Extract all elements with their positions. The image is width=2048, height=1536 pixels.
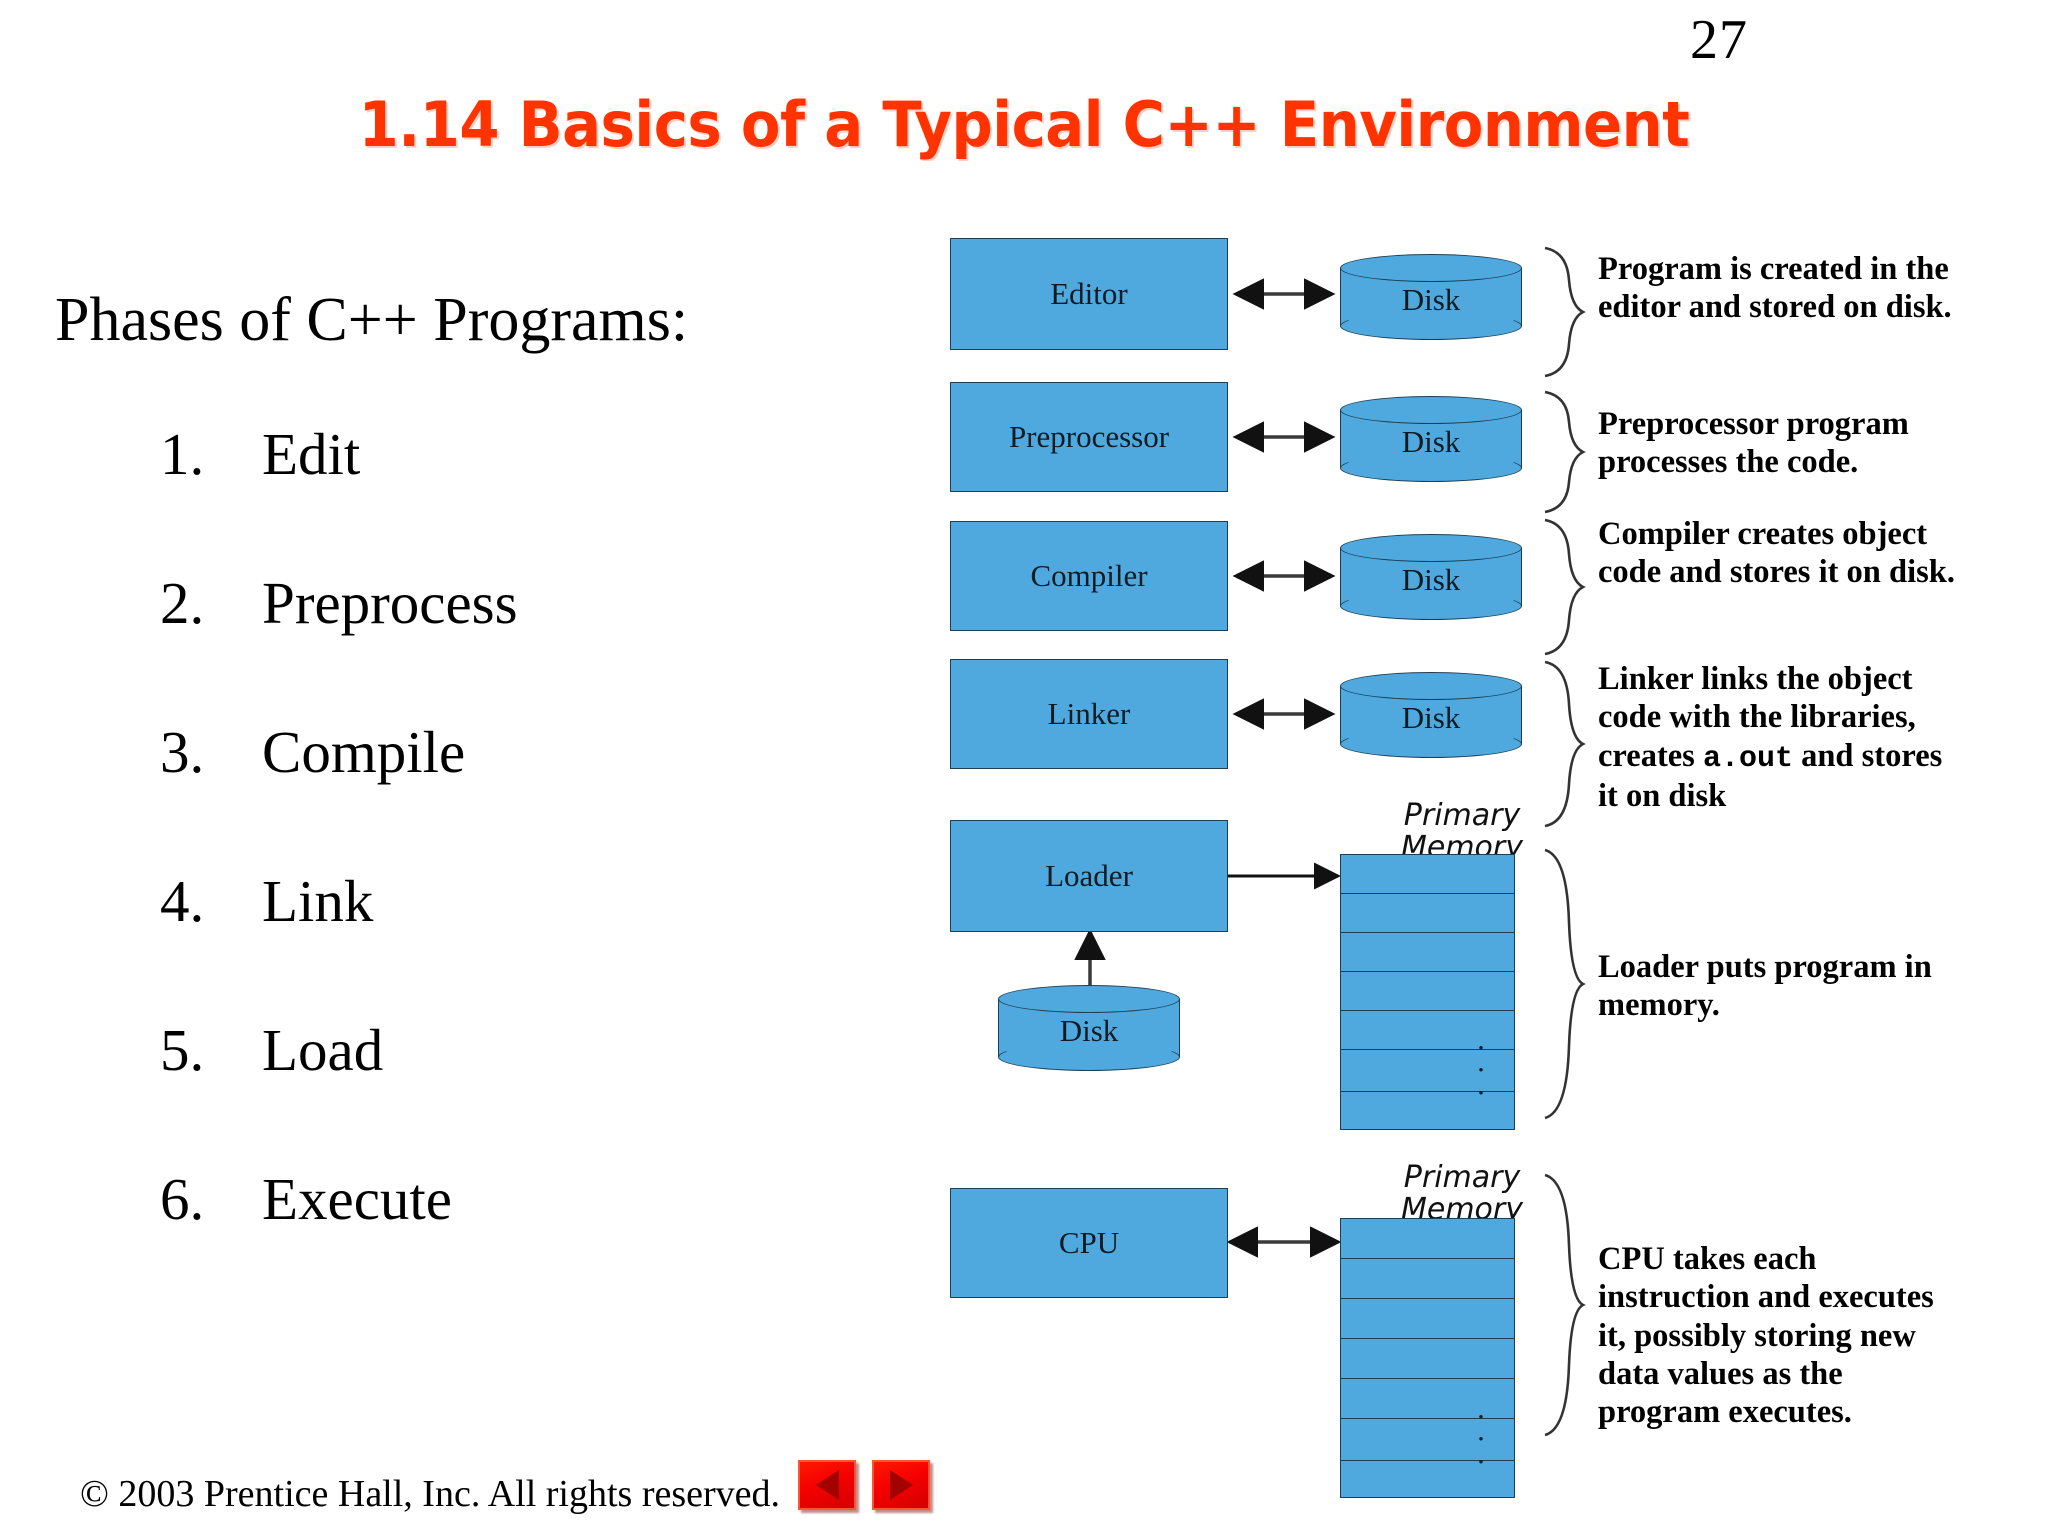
triangle-right-icon [889, 1470, 913, 1500]
disk-cylinder-preprocessor: Disk [1340, 396, 1522, 482]
memory-row [1341, 1092, 1514, 1127]
next-slide-button[interactable] [872, 1460, 930, 1510]
annotation-linker-mono: a.out [1702, 741, 1793, 776]
phase-list: 1. Edit 2. Preprocess 3. Compile 4. Link… [160, 420, 860, 1314]
disk-cylinder-editor: Disk [1340, 254, 1522, 340]
process-box-label: CPU [1058, 1225, 1120, 1260]
list-item-number: 2. [160, 570, 205, 636]
disk-label: Disk [1401, 561, 1461, 597]
memory-ellipsis-dots: ··· [1476, 1399, 1486, 1478]
process-box-label: Linker [1047, 696, 1131, 731]
disk-bottom-ellipse [1340, 730, 1522, 758]
disk-top-ellipse [1340, 672, 1522, 700]
memory-row [1341, 933, 1514, 972]
list-item-number: 4. [160, 868, 205, 934]
disk-top-ellipse [1340, 254, 1522, 282]
list-item: 2. Preprocess [160, 569, 860, 718]
memory-row: ··· [1341, 1032, 1514, 1107]
disk-cylinder-loader-source: Disk [998, 985, 1180, 1071]
list-item-label: Load [262, 1017, 384, 1083]
annotation-linker-post: and stores it on disk [1598, 737, 1943, 815]
memory-row [1341, 1259, 1514, 1299]
annotation-loader: Loader puts program in memory. [1598, 949, 1932, 1024]
memory-ellipsis-dots: ··· [1476, 1030, 1486, 1109]
annotation-editor: Program is created in the editor and sto… [1598, 251, 1952, 326]
list-item-label: Link [262, 868, 374, 934]
memory-row [1341, 1299, 1514, 1339]
memory-row [1341, 1461, 1514, 1497]
process-box-editor: Editor [950, 238, 1228, 350]
list-item: 3. Compile [160, 718, 860, 867]
slide-title: 1.14 Basics of a Typical C++ Environment [358, 88, 1690, 161]
disk-label: Disk [1401, 423, 1461, 459]
memory-row [1341, 1379, 1514, 1419]
process-box-cpu: CPU [950, 1188, 1228, 1298]
list-item-number: 5. [160, 1017, 205, 1083]
disk-label: Disk [1401, 281, 1461, 317]
previous-slide-button[interactable] [798, 1460, 856, 1510]
process-box-preprocessor: Preprocessor [950, 382, 1228, 492]
process-box-label: Preprocessor [1008, 419, 1170, 454]
annotation-linker-pre: Linker links the object code with the li… [1598, 661, 1916, 774]
process-box-label: Loader [1045, 858, 1133, 893]
annotation-compiler: Compiler creates object code and stores … [1598, 516, 1955, 591]
disk-top-ellipse [998, 985, 1180, 1013]
memory-row [1341, 894, 1514, 933]
memory-row [1341, 1219, 1514, 1259]
list-item: 5. Load [160, 1016, 860, 1165]
list-item-number: 1. [160, 421, 205, 487]
memory-row [1341, 1011, 1514, 1050]
disk-bottom-ellipse [1340, 312, 1522, 340]
disk-top-ellipse [1340, 396, 1522, 424]
list-item-number: 3. [160, 719, 205, 785]
list-item-label: Compile [262, 719, 466, 785]
memory-row [1341, 855, 1514, 894]
disk-bottom-ellipse [1340, 454, 1522, 482]
memory-block-loader: ··· [1340, 854, 1515, 1130]
page-number: 27 [1690, 9, 1748, 71]
list-item-number: 6. [160, 1166, 205, 1232]
triangle-left-icon [815, 1470, 839, 1500]
process-box-label: Editor [1050, 276, 1128, 311]
annotation-linker: Linker links the object code with the li… [1598, 660, 1970, 815]
disk-label: Disk [1401, 699, 1461, 735]
disk-cylinder-compiler: Disk [1340, 534, 1522, 620]
memory-row: ··· [1341, 1401, 1514, 1476]
list-item: 6. Execute [160, 1165, 860, 1314]
disk-bottom-ellipse [998, 1043, 1180, 1071]
memory-row [1341, 1339, 1514, 1379]
annotation-preprocessor: Preprocessor program processes the code. [1598, 406, 1909, 481]
list-item: 4. Link [160, 867, 860, 1016]
list-item-label: Edit [262, 421, 361, 487]
memory-row [1341, 972, 1514, 1011]
list-item-label: Preprocess [262, 570, 518, 636]
process-box-linker: Linker [950, 659, 1228, 769]
disk-cylinder-linker: Disk [1340, 672, 1522, 758]
process-box-compiler: Compiler [950, 521, 1228, 631]
slide-navigation [798, 1460, 930, 1510]
list-item-label: Execute [262, 1166, 452, 1232]
list-item: 1. Edit [160, 420, 860, 569]
process-box-label: Compiler [1030, 558, 1148, 593]
annotation-cpu: CPU takes each instruction and executes … [1598, 1241, 1934, 1431]
disk-label: Disk [1059, 1012, 1119, 1048]
disk-top-ellipse [1340, 534, 1522, 562]
process-box-loader: Loader [950, 820, 1228, 932]
memory-block-cpu: ··· [1340, 1218, 1515, 1498]
disk-bottom-ellipse [1340, 592, 1522, 620]
phases-heading: Phases of C++ Programs: [55, 286, 689, 354]
copyright-notice: © 2003 Prentice Hall, Inc. All rights re… [80, 1473, 781, 1515]
